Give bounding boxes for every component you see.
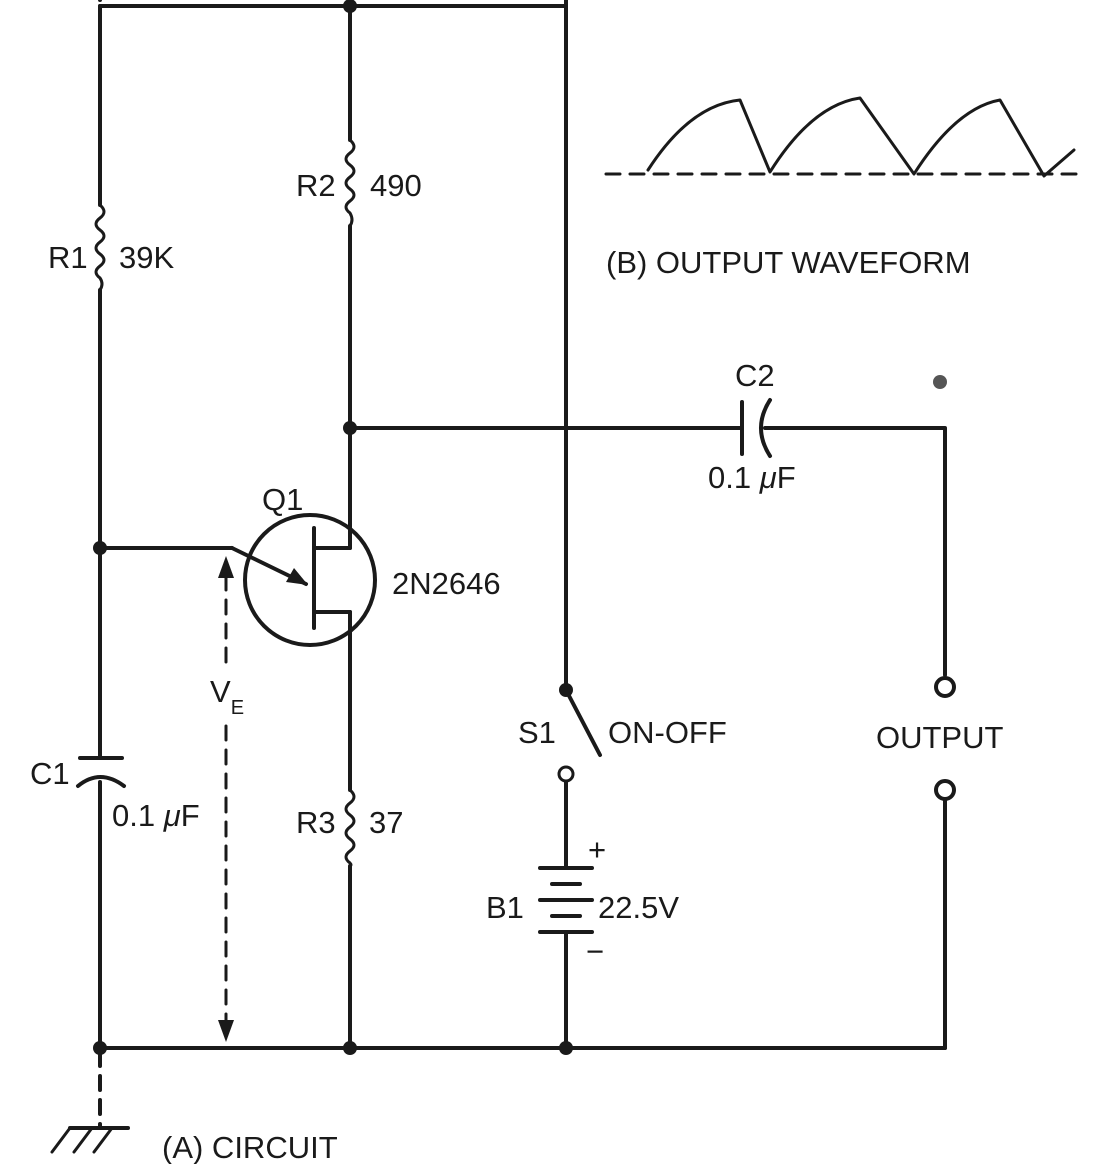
b1-value-label: 22.5V [598, 890, 679, 925]
circuit-caption: (A) CIRCUIT [162, 1130, 338, 1164]
top-rail-wire [98, 0, 568, 8]
transistor-q1-arrow [286, 568, 308, 585]
s1-label: ON-OFF [608, 715, 727, 750]
b1-ref-label: B1 [486, 890, 524, 925]
q1-part-label: 2N2646 [392, 566, 501, 601]
switch-s1: S1 ON-OFF [518, 683, 727, 783]
output-terminals: OUTPUT [876, 375, 1004, 801]
transistor-q1-base-leads [312, 546, 352, 614]
resistor-r1-zigzag [94, 203, 106, 292]
c2-ref-label: C2 [735, 358, 775, 393]
q1-ref-label: Q1 [262, 482, 303, 517]
output-terminal-bottom [934, 779, 956, 801]
junctions [93, 0, 573, 1055]
junction-dot [93, 1041, 107, 1055]
capacitor-c2: C2 0.1 μF [708, 358, 796, 495]
ve-measurement: VE [210, 556, 244, 1042]
transistor-q1-envelope [243, 513, 377, 647]
wiring [98, 0, 947, 1130]
output-waveform [604, 96, 1084, 178]
transistor-q1: Q1 2N2646 [230, 482, 501, 647]
junction-dot [343, 0, 357, 13]
r2-ref-label: R2 [296, 168, 336, 203]
r1-value-label: 39K [119, 240, 174, 275]
resistor-r2-zigzag [344, 138, 356, 228]
r3-ref-label: R3 [296, 805, 336, 840]
junction-dot [343, 1041, 357, 1055]
waveform-caption: (B) OUTPUT WAVEFORM [606, 245, 971, 280]
r2-value-label: 490 [370, 168, 422, 203]
ve-arrow-down [218, 1020, 234, 1042]
ground-hatch [50, 1126, 114, 1154]
switch-s1-contact [557, 765, 575, 783]
waveform-sawtooth [646, 96, 1076, 178]
resistor-r3-zigzag [344, 788, 356, 868]
c1-ref-label: C1 [30, 756, 70, 791]
c2-value-label: 0.1 μF [708, 460, 796, 495]
b1-minus-sign: − [586, 934, 604, 969]
b1-plus-sign: + [588, 832, 606, 867]
c1-value-label: 0.1 μF [112, 798, 200, 833]
resistor-r2: R2 490 [296, 138, 422, 228]
capacitor-c2-curved-plate [759, 398, 772, 458]
r3-value-label: 37 [369, 805, 403, 840]
battery-b1: B1 22.5V + − [486, 832, 679, 969]
output-label: OUTPUT [876, 720, 1004, 755]
resistor-r3: R3 37 [296, 788, 403, 868]
r1-ref-label: R1 [48, 240, 88, 275]
switch-s1-lever [564, 688, 602, 757]
stray-ink-dot [933, 375, 947, 389]
output-terminal-top [934, 676, 956, 698]
resistor-r1: R1 39K [48, 203, 174, 292]
capacitor-c1: C1 0.1 μF [30, 756, 200, 833]
output-coupling-wire [348, 426, 947, 677]
junction-dot [343, 421, 357, 435]
battery-b1-cells [538, 866, 594, 934]
junction-dot [93, 541, 107, 555]
capacitor-c1-curved-plate [76, 775, 126, 788]
ve-arrow-up [218, 556, 234, 578]
s1-ref-label: S1 [518, 715, 556, 750]
junction-dot [559, 1041, 573, 1055]
ground-symbol [50, 1126, 130, 1154]
ve-label: VE [210, 674, 244, 719]
